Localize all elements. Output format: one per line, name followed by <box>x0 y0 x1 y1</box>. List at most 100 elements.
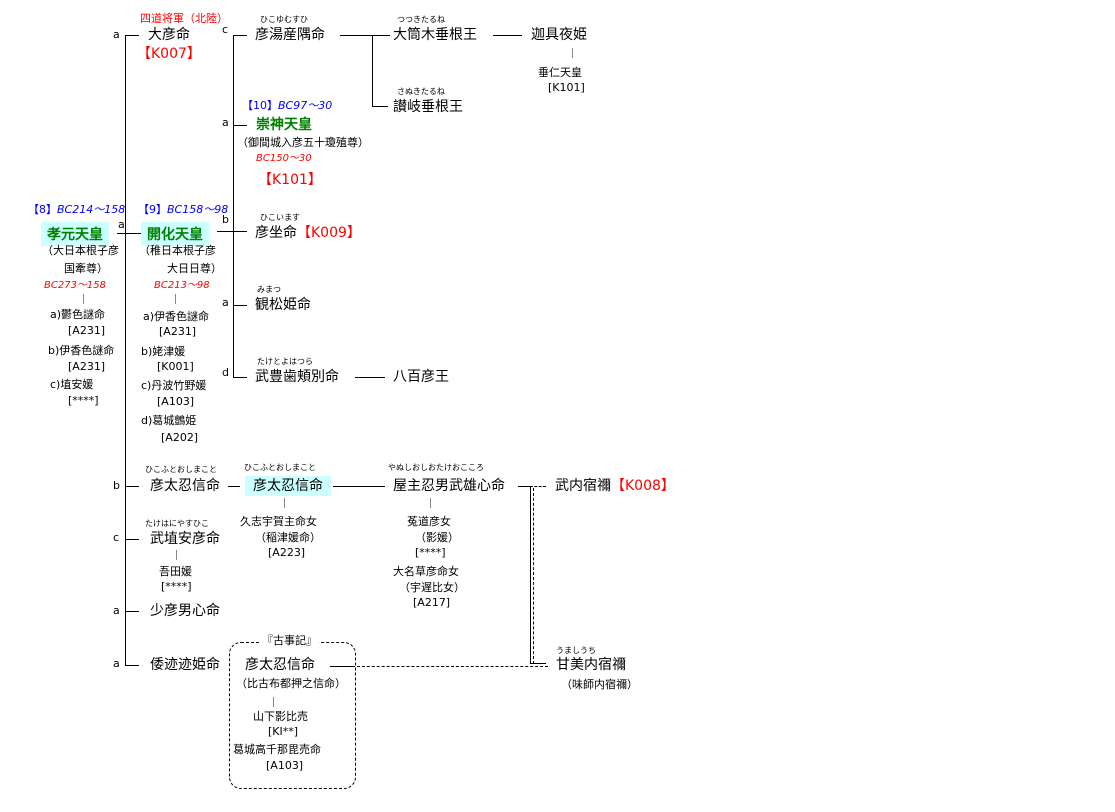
person-takeuchi[interactable]: 武内宿禰 <box>555 478 611 494</box>
line <box>330 666 352 667</box>
person-yanushi[interactable]: 屋主忍男武雄心命 <box>393 478 505 494</box>
reign-years: BC97～30 <box>278 99 333 112</box>
consort[interactable]: 吾田媛 <box>159 565 192 578</box>
person-taketoyo[interactable]: 武豊歯頬別命 <box>255 369 339 385</box>
emperor-koogen[interactable]: 孝元天皇 <box>41 222 109 246</box>
person-kaguya[interactable]: 迦具夜姫 <box>531 27 587 43</box>
line <box>233 305 247 306</box>
koogen-reign: 【8】BC214～158 <box>28 203 125 216</box>
line <box>572 48 573 58</box>
ruby: やぬしおしおたけおこころ <box>388 463 484 472</box>
consort-code: [A231] <box>159 325 197 338</box>
code-link[interactable]: 【K009】 <box>297 225 361 241</box>
person-mimatsu[interactable]: 観松姫命 <box>255 297 311 313</box>
alias: （稲津媛命） <box>255 531 321 544</box>
consort[interactable]: a)鬱色謎命 <box>50 308 106 321</box>
person-yaohiko[interactable]: 八百彦王 <box>393 369 449 385</box>
consort-code: [****] <box>161 580 192 593</box>
consort[interactable]: b)姥津媛 <box>141 345 186 358</box>
line <box>340 35 390 36</box>
person-sanuki[interactable]: 讃岐垂根王 <box>393 99 463 115</box>
person-hikoyumusumi[interactable]: 彦湯産隅命 <box>255 27 325 43</box>
branch-label: c <box>222 23 229 36</box>
ruby: みまつ <box>257 285 281 294</box>
consort[interactable]: 山下影比売 <box>253 710 308 723</box>
ruby: ひこいます <box>260 213 300 222</box>
branch-label: a <box>113 657 120 670</box>
alias: （稚日本根子彦 <box>139 244 216 257</box>
emperor-sujin[interactable]: 崇神天皇 <box>256 117 312 133</box>
consort-code: [A202] <box>161 431 199 444</box>
line <box>233 35 234 378</box>
line <box>355 377 385 378</box>
emperor-kaika[interactable]: 開化天皇 <box>141 222 209 246</box>
title: 四道将軍（北陸） <box>140 12 228 25</box>
consort-code: [****] <box>68 394 99 407</box>
line <box>530 486 546 487</box>
line <box>372 35 373 106</box>
line <box>372 106 388 107</box>
consort[interactable]: 久志宇賀主命女 <box>240 515 317 528</box>
consort[interactable]: a)伊香色謎命 <box>143 310 210 323</box>
line <box>233 125 247 126</box>
consort-code: [A231] <box>68 360 106 373</box>
line <box>533 488 534 664</box>
code-link[interactable]: 【K007】 <box>137 46 201 62</box>
line <box>273 697 274 707</box>
consort[interactable]: 大名草彦命女 <box>393 565 459 578</box>
person-yamatototohi[interactable]: 倭迹迹姫命 <box>150 657 220 673</box>
line <box>175 294 176 304</box>
branch-label: d <box>222 366 229 379</box>
line <box>518 486 532 487</box>
person-hikoimasu[interactable]: 彦坐命 <box>255 225 297 241</box>
consort[interactable]: c)丹波竹野媛 <box>141 379 207 392</box>
line <box>125 539 139 540</box>
branch-label: a <box>222 296 229 309</box>
person-takehaniyasu[interactable]: 武埴安彦命 <box>150 531 220 547</box>
person-oohiko[interactable]: 大彦命 <box>148 27 190 43</box>
line <box>228 486 240 487</box>
consort-code: [A217] <box>413 596 451 609</box>
alias: （御間城入彦五十瓊殖尊） <box>237 136 369 149</box>
ruby: うましうち <box>556 646 596 655</box>
reign-years: BC158～98 <box>167 203 229 216</box>
kojiki-label: 『古事記』 <box>260 634 319 647</box>
reign-number: 【10】 <box>242 99 278 112</box>
line <box>217 231 247 232</box>
alias: （影媛） <box>415 531 459 544</box>
consort[interactable]: d)葛城鸇姫 <box>141 414 197 427</box>
consort[interactable]: 菟道彦女 <box>407 515 451 528</box>
code: [K101] <box>548 81 585 94</box>
person-sukuna[interactable]: 少彦男心命 <box>150 603 220 619</box>
person-hikofuto[interactable]: 彦太忍信命 <box>150 478 220 494</box>
consort[interactable]: b)伊香色謎命 <box>48 344 115 357</box>
code-link[interactable]: 【K008】 <box>611 478 675 494</box>
person-suinin[interactable]: 垂仁天皇 <box>538 66 582 79</box>
alias: 国牽尊） <box>64 262 108 275</box>
line <box>125 35 139 36</box>
person-hikofuto-highlight[interactable]: 彦太忍信命 <box>245 476 331 496</box>
consort[interactable]: 葛城高千那毘売命 <box>233 743 321 756</box>
line <box>530 663 546 664</box>
line <box>125 611 139 612</box>
line <box>83 294 84 304</box>
consort-code: [KI**] <box>268 725 299 738</box>
branch-label: c <box>113 531 120 544</box>
ruby: さぬきたるね <box>397 87 445 96</box>
person-umashiuchi[interactable]: 甘美内宿禰 <box>556 657 626 673</box>
person-ootsutsuki[interactable]: 大筒木垂根王 <box>393 27 477 43</box>
branch-label: a <box>118 218 125 231</box>
person-hikofuto-kojiki[interactable]: 彦太忍信命 <box>245 657 315 673</box>
consort[interactable]: c)埴安媛 <box>50 378 94 391</box>
line <box>117 233 141 234</box>
lifespan: BC150～30 <box>256 153 312 164</box>
line <box>233 35 247 36</box>
alias: （宇遅比女） <box>399 581 465 594</box>
branch-label: a <box>222 116 229 129</box>
lifespan: BC213～98 <box>154 280 210 291</box>
code-link[interactable]: 【K101】 <box>258 172 322 188</box>
branch-label: b <box>113 479 120 492</box>
consort-code: [K001] <box>157 360 194 373</box>
ruby: たけとよはつら <box>257 357 313 366</box>
